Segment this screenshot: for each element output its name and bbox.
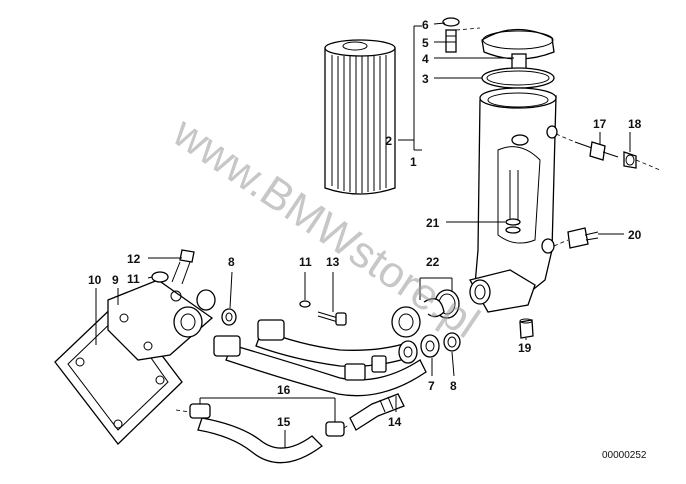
- callout-22: 22: [426, 255, 440, 269]
- hose-clamp-right[interactable]: [325, 421, 345, 437]
- sealing-ring-left[interactable]: [221, 308, 237, 326]
- housing-washer[interactable]: [151, 271, 169, 283]
- oil-pressure-switch[interactable]: [567, 227, 599, 249]
- callout-15: 15: [277, 415, 291, 429]
- callout-4: 4: [422, 52, 429, 66]
- callout-13: 13: [326, 255, 340, 269]
- callout-19: 19: [518, 341, 532, 355]
- callout-21: 21: [426, 216, 440, 230]
- hose-washer[interactable]: [299, 300, 311, 308]
- callout-14: 14: [388, 415, 402, 429]
- callout-8-left: 8: [228, 255, 235, 269]
- callout-6: 6: [422, 18, 429, 32]
- leader-lines: [95, 22, 631, 448]
- cover-bolt[interactable]: [445, 29, 457, 53]
- hose-clamp-left[interactable]: [189, 403, 211, 419]
- callout-labels: 6 5 4 3 2 1 17 18 21 20 22 19 7 8 8 11 1…: [88, 18, 642, 429]
- oil-filter-element[interactable]: [324, 39, 396, 195]
- oil-cooler-lines[interactable]: [213, 319, 440, 397]
- callout-9: 9: [112, 273, 119, 287]
- housing-stud[interactable]: [574, 141, 619, 161]
- sealing-ring-right[interactable]: [443, 332, 461, 352]
- housing-bolt[interactable]: [171, 249, 195, 285]
- callout-12: 12: [127, 252, 141, 266]
- hose-nipple[interactable]: [349, 393, 405, 431]
- hose-screw[interactable]: [317, 311, 347, 326]
- cover-washer[interactable]: [442, 17, 460, 27]
- callout-1: 1: [410, 155, 417, 169]
- callout-11-left: 11: [127, 272, 140, 286]
- callout-20: 20: [628, 228, 642, 242]
- callout-8-right: 8: [450, 379, 457, 393]
- callout-7: 7: [428, 379, 435, 393]
- housing-nut[interactable]: [623, 151, 637, 169]
- callout-17: 17: [593, 117, 607, 131]
- callout-11-right: 11: [299, 255, 312, 269]
- cover-o-ring[interactable]: [481, 67, 555, 89]
- housing-cover[interactable]: [481, 28, 555, 95]
- oil-filter-housing[interactable]: [469, 87, 558, 313]
- callout-16: 16: [277, 383, 291, 397]
- coolant-hose[interactable]: [197, 417, 323, 464]
- callout-5: 5: [422, 36, 429, 50]
- housing-plug[interactable]: [519, 318, 534, 339]
- callout-18: 18: [628, 117, 642, 131]
- callout-3: 3: [422, 72, 429, 86]
- callout-2: 2: [385, 134, 392, 148]
- seal-ring-c[interactable]: [423, 298, 445, 318]
- gasket[interactable]: [54, 299, 183, 445]
- thermostat-housing[interactable]: [107, 279, 216, 361]
- banjo-fitting[interactable]: [391, 306, 421, 338]
- drawing-number: 00000252: [602, 450, 647, 461]
- callout-10: 10: [88, 273, 102, 287]
